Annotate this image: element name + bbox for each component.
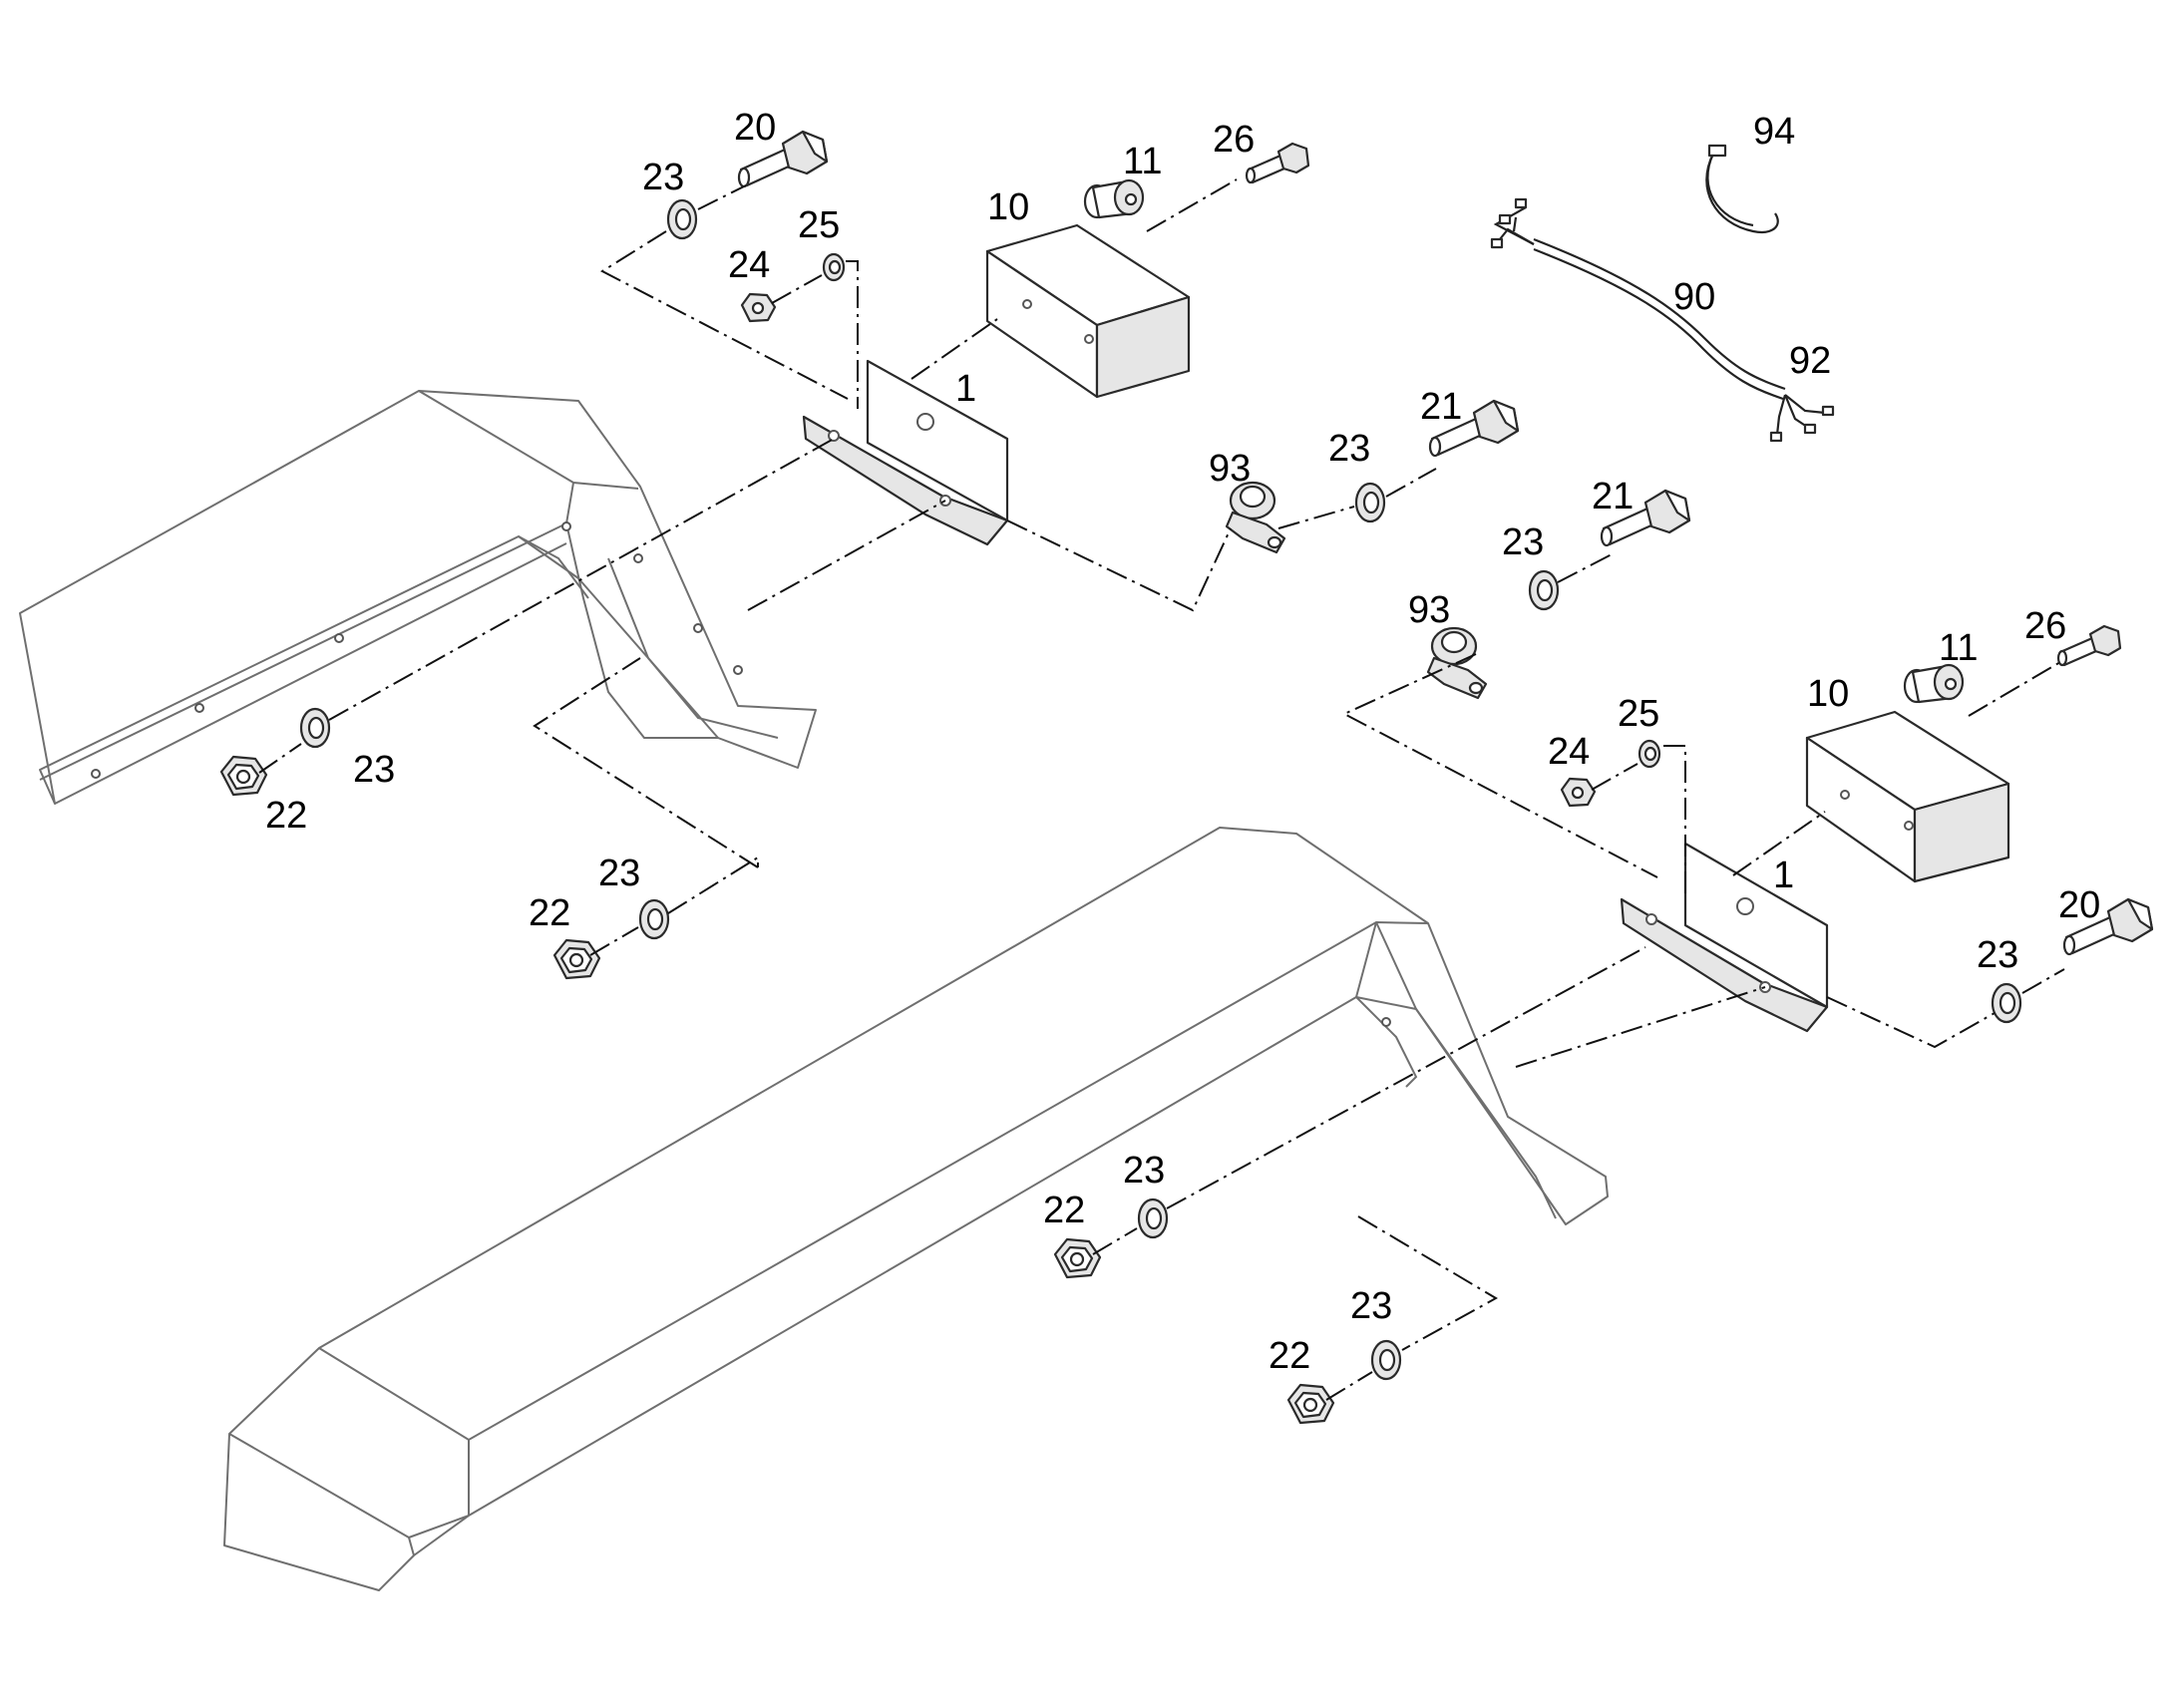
washer-23-upper-b <box>1354 482 1386 523</box>
callout-24: 24 <box>728 244 770 286</box>
callout-23: 23 <box>642 157 684 198</box>
leader-lines <box>258 178 2065 1401</box>
callout-22: 22 <box>1269 1335 1310 1377</box>
lamp-housing-upper <box>985 223 1191 399</box>
bulb-11-lower <box>1903 663 1965 704</box>
callout-26: 26 <box>2024 605 2066 647</box>
callout-11: 11 <box>1123 141 1162 182</box>
screw-26-lower <box>2056 624 2122 667</box>
callout-20: 20 <box>734 107 776 149</box>
callout-25: 25 <box>1618 693 1659 735</box>
callout-22: 22 <box>265 795 307 837</box>
washer-23-upper-d <box>638 898 670 940</box>
callout-90: 90 <box>1673 276 1715 318</box>
callout-23: 23 <box>1977 934 2018 976</box>
clamp-93-upper <box>1225 481 1286 554</box>
fender-lower <box>223 827 1609 1591</box>
callout-26: 26 <box>1213 119 1255 161</box>
nut-22-lower-b <box>1286 1383 1335 1425</box>
washer-23-lower-d <box>1370 1339 1402 1381</box>
callout-10: 10 <box>1807 673 1849 715</box>
callout-20: 20 <box>2058 884 2100 926</box>
callout-1: 1 <box>1773 854 1794 896</box>
bracket-lower <box>1620 842 1829 1033</box>
callout-1: 1 <box>955 368 976 410</box>
callout-21: 21 <box>1592 476 1634 517</box>
callout-25: 25 <box>798 204 840 246</box>
lamp-housing-lower <box>1805 710 2010 883</box>
fender-upper <box>19 390 817 805</box>
washer-23-lower-c <box>1137 1197 1169 1239</box>
nut-24-upper <box>740 292 777 323</box>
screw-26-upper <box>1245 142 1310 184</box>
callout-23: 23 <box>353 749 395 791</box>
callout-93: 93 <box>1209 448 1251 490</box>
callout-93: 93 <box>1408 589 1450 631</box>
callout-23: 23 <box>1502 521 1544 563</box>
callout-22: 22 <box>1043 1190 1085 1231</box>
callout-23: 23 <box>1350 1285 1392 1327</box>
callouts: 1 10 11 20 23 24 25 26 94 90 92 21 23 93… <box>265 107 2100 1377</box>
washer-23-upper-a <box>666 198 698 240</box>
washer-23-lower-b <box>1528 569 1560 611</box>
nut-24-lower <box>1560 777 1597 808</box>
callout-23: 23 <box>598 853 640 894</box>
washer-23-lower-a <box>1991 982 2022 1024</box>
callout-23: 23 <box>1123 1150 1165 1192</box>
washer-25-lower <box>1637 739 1661 769</box>
cable-strap-94 <box>1705 144 1779 233</box>
callout-22: 22 <box>529 892 570 934</box>
bulb-11-upper <box>1083 178 1145 219</box>
callout-10: 10 <box>987 186 1029 228</box>
nut-22-upper-a <box>219 755 268 797</box>
nut-22-upper-b <box>552 938 601 980</box>
nut-22-lower-a <box>1053 1237 1102 1279</box>
callout-23: 23 <box>1328 428 1370 470</box>
callout-94: 94 <box>1753 111 1795 153</box>
washer-23-upper-c <box>299 707 331 749</box>
callout-24: 24 <box>1548 731 1590 773</box>
wiring-harness-90 <box>1490 197 1835 443</box>
callout-11: 11 <box>1939 627 1978 669</box>
bracket-upper <box>802 359 1009 546</box>
callout-21: 21 <box>1420 386 1462 428</box>
callout-92: 92 <box>1789 340 1831 382</box>
washer-25-upper <box>822 252 846 282</box>
